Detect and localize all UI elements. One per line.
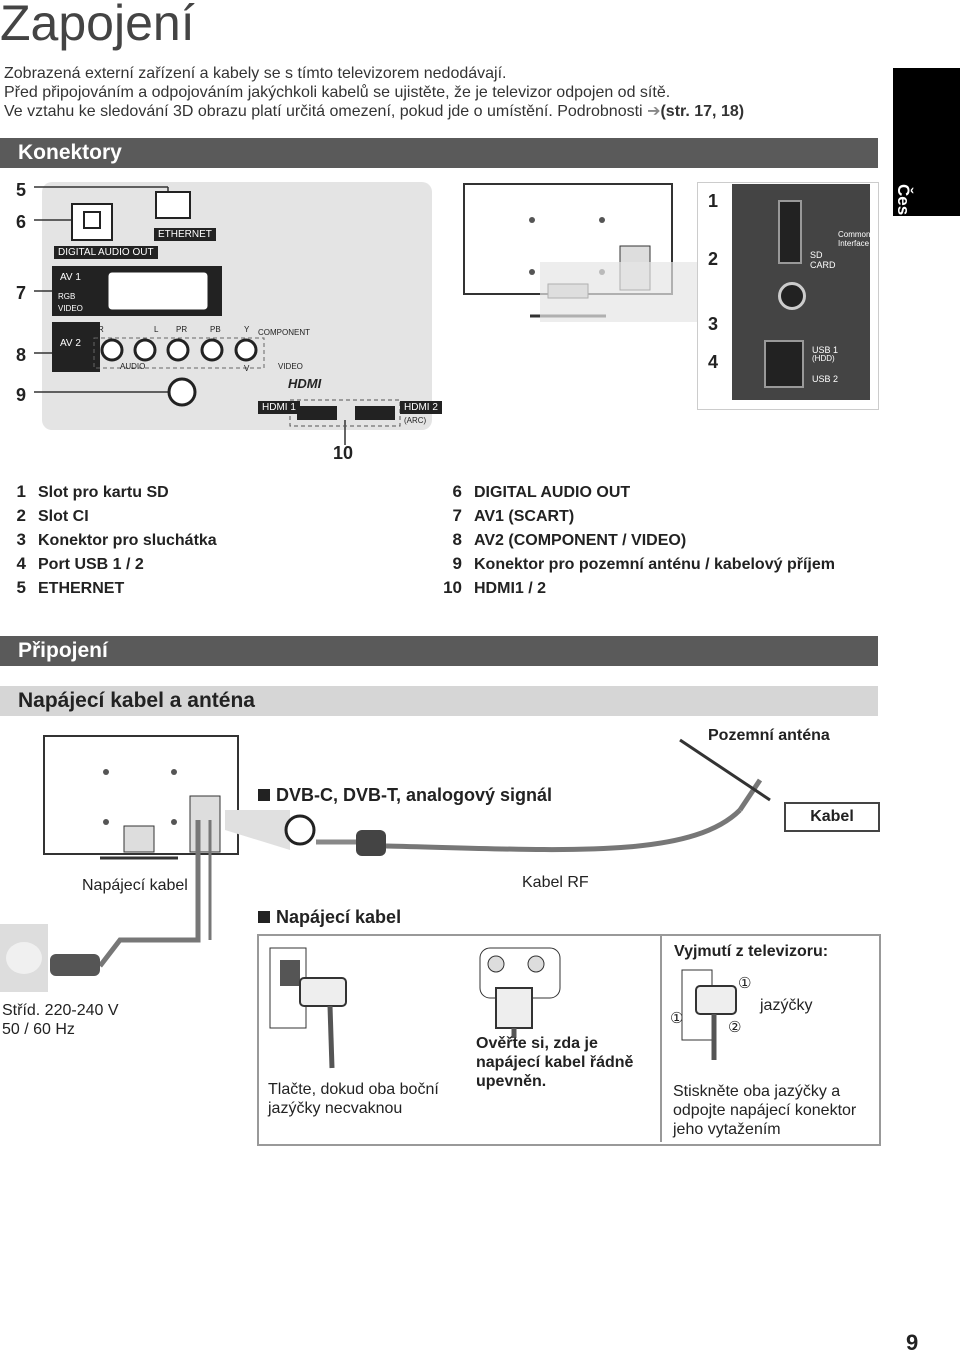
mains-voltage: Stříd. 220-240 V: [2, 1002, 119, 1019]
callout-1: 1: [708, 191, 719, 211]
usb-ports: [764, 340, 804, 388]
callout-9: 9: [16, 385, 27, 405]
mains-frequency: 50 / 60 Hz: [2, 1021, 75, 1038]
label-rgb: RGB: [58, 292, 76, 301]
intro-line-1: Zobrazená externí zařízení a kabely se s…: [4, 65, 507, 82]
label-audio: AUDIO: [120, 362, 146, 371]
zoom-beam: [540, 262, 700, 322]
power-cord-step-illustrations: [269, 947, 561, 1069]
ci-slot: [778, 200, 802, 264]
page-number: 9: [906, 1330, 919, 1355]
label-hdmi1: HDMI 1: [258, 401, 300, 414]
label-video: VIDEO: [58, 304, 83, 313]
label-video-in: VIDEO: [278, 362, 303, 371]
headphone-jack: [778, 282, 806, 310]
label-y: Y: [244, 325, 250, 334]
intro-line-3: Ve vztahu ke sledování 3D obrazu platí u…: [4, 103, 745, 120]
page-reference: (str. 17, 18): [660, 103, 745, 120]
label-usb1: USB 1: [812, 345, 839, 355]
cable-box: Kabel: [784, 802, 880, 832]
power-cord-label: Napájecí kabel: [82, 877, 188, 894]
label-av1: AV 1: [60, 272, 81, 283]
callout-2: 2: [708, 249, 719, 269]
page-title: Zapojení: [0, 0, 195, 51]
callout-6: 6: [16, 212, 27, 232]
remove-title: Vyjmutí z televizoru:: [674, 943, 829, 960]
label-usb2: USB 2: [812, 374, 839, 384]
divider: [660, 936, 662, 1142]
callout-4: 4: [708, 352, 719, 372]
terrestrial-antenna-label: Pozemní anténa: [708, 727, 830, 744]
arrow-icon: ➔: [647, 103, 661, 120]
step-check-text: Ověřte si, zda je napájecí kabel řádně u…: [476, 1035, 634, 1090]
rear-connector-diagram: [34, 186, 401, 445]
marker-1: ①: [738, 975, 752, 992]
intro-line-2: Před připojováním a odpojováním jakýchko…: [4, 84, 671, 101]
callout-3: 3: [708, 314, 719, 334]
intro-text: Zobrazená externí zařízení a kabely se s…: [4, 64, 874, 121]
connection-heading: Připojení: [0, 636, 878, 666]
signal-label: DVB-C, DVB-T, analogový signál: [258, 786, 552, 805]
label-common-interface: Common Interface: [838, 230, 871, 248]
label-pr: PR: [176, 325, 188, 334]
label-l: L: [154, 325, 159, 334]
label-r: R: [98, 325, 104, 334]
socket-face-icon: [6, 942, 42, 974]
marker-2: ②: [728, 1019, 742, 1036]
callout-7: 7: [16, 283, 27, 303]
callout-10: 10: [333, 443, 354, 463]
plug-icon: [50, 954, 100, 976]
power-section-title: Napájecí kabel: [258, 908, 401, 927]
bullet-square-icon: [258, 789, 270, 801]
label-sd-card: SD CARD: [810, 250, 836, 270]
label-hdmi2: HDMI 2: [400, 401, 442, 414]
label-digital-audio-out: DIGITAL AUDIO OUT: [54, 246, 158, 259]
power-cord-steps-box: [257, 934, 881, 1146]
marker-1-left: ①: [670, 1010, 684, 1027]
label-ethernet: ETHERNET: [154, 228, 216, 241]
label-component: COMPONENT: [258, 328, 310, 337]
bullet-square-icon: [258, 911, 270, 923]
connection-diagram: [43, 735, 771, 968]
language-tab: Česky: [893, 68, 960, 234]
remove-illustration: [681, 969, 737, 1060]
step-remove-text: Stiskněte oba jazýčky a odpojte napájecí…: [673, 1083, 857, 1138]
label-hdd: (HDD): [812, 354, 835, 363]
callout-8: 8: [16, 345, 27, 365]
label-av2: AV 2: [60, 338, 81, 349]
step-push-text: Tlačte, dokud oba boční jazýčky necvakno…: [268, 1081, 439, 1117]
callout-5: 5: [16, 180, 27, 200]
label-v: V: [244, 364, 250, 373]
rf-cable-label: Kabel RF: [522, 874, 589, 891]
tabs-label: jazýčky: [760, 997, 813, 1014]
hdmi-logo: HDMI: [288, 376, 322, 391]
connectors-heading: Konektory: [0, 138, 878, 168]
power-antenna-subheading: Napájecí kabel a anténa: [0, 686, 878, 716]
label-pb: PB: [210, 325, 221, 334]
label-arc: (ARC): [404, 416, 427, 425]
